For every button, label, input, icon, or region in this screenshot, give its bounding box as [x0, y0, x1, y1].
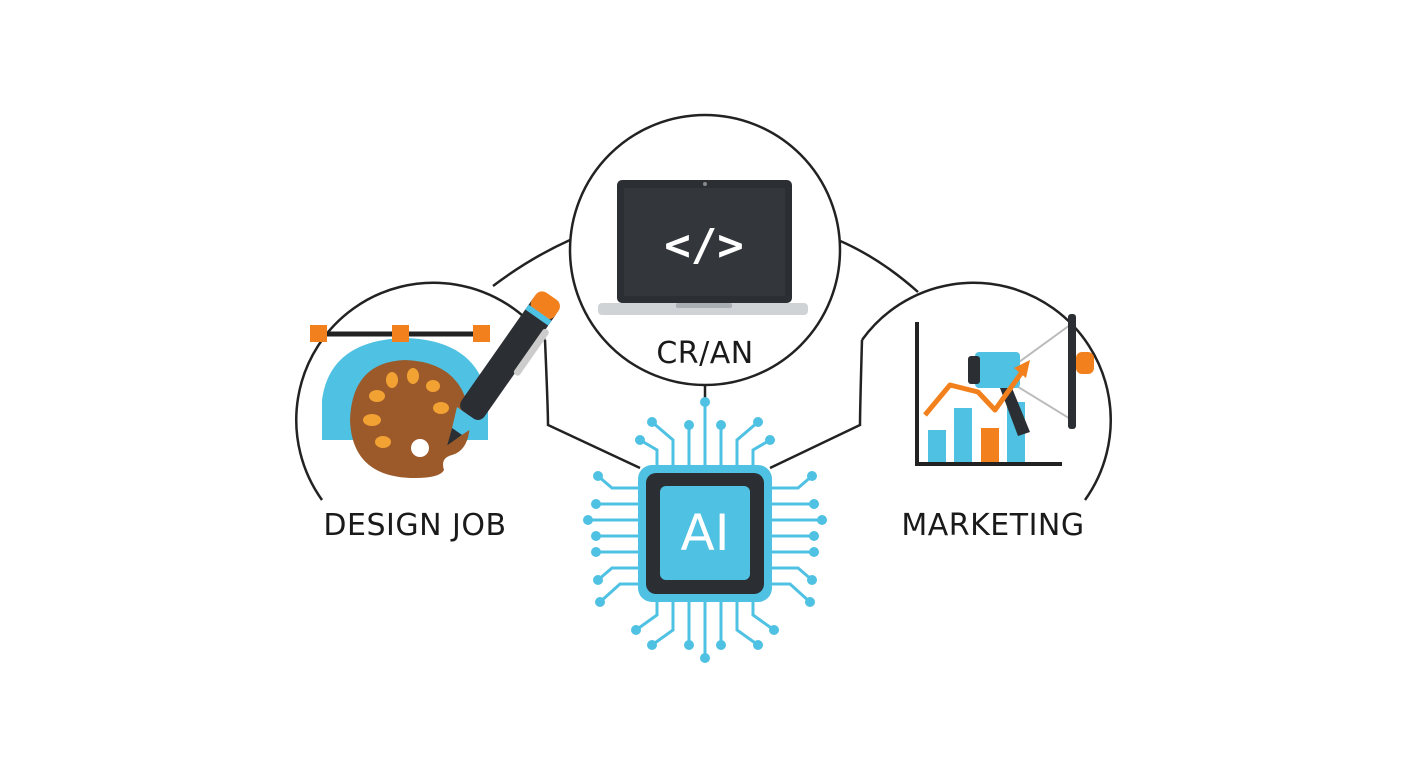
connector-marketing-ai	[769, 339, 864, 470]
marketing-arc	[860, 281, 1112, 501]
marketing-label: MARKETING	[901, 508, 1084, 543]
marketing-node: MARKETING	[860, 281, 1112, 543]
design-arc	[295, 281, 547, 501]
ai-label: AI	[681, 504, 730, 562]
chip-circuit-traces	[588, 402, 822, 658]
chip-trace-dots	[583, 397, 827, 663]
code-symbol: </>	[664, 220, 743, 271]
chip-core	[660, 486, 750, 580]
design-node: DESIGN JOB	[295, 281, 560, 543]
ai-chip-icon: AI	[583, 397, 827, 663]
connector-coding-marketing	[837, 238, 919, 293]
connectors	[492, 238, 919, 470]
design-palette-pen-icon	[310, 291, 560, 478]
connector-design-coding	[492, 238, 571, 287]
coding-label: CR/AN	[656, 336, 753, 371]
megaphone-chart-icon	[915, 314, 1094, 466]
coding-node: </> CR/AN	[568, 113, 842, 387]
connector-design-ai	[543, 339, 641, 470]
laptop-code-icon: </>	[598, 180, 808, 315]
design-label: DESIGN JOB	[323, 508, 506, 543]
